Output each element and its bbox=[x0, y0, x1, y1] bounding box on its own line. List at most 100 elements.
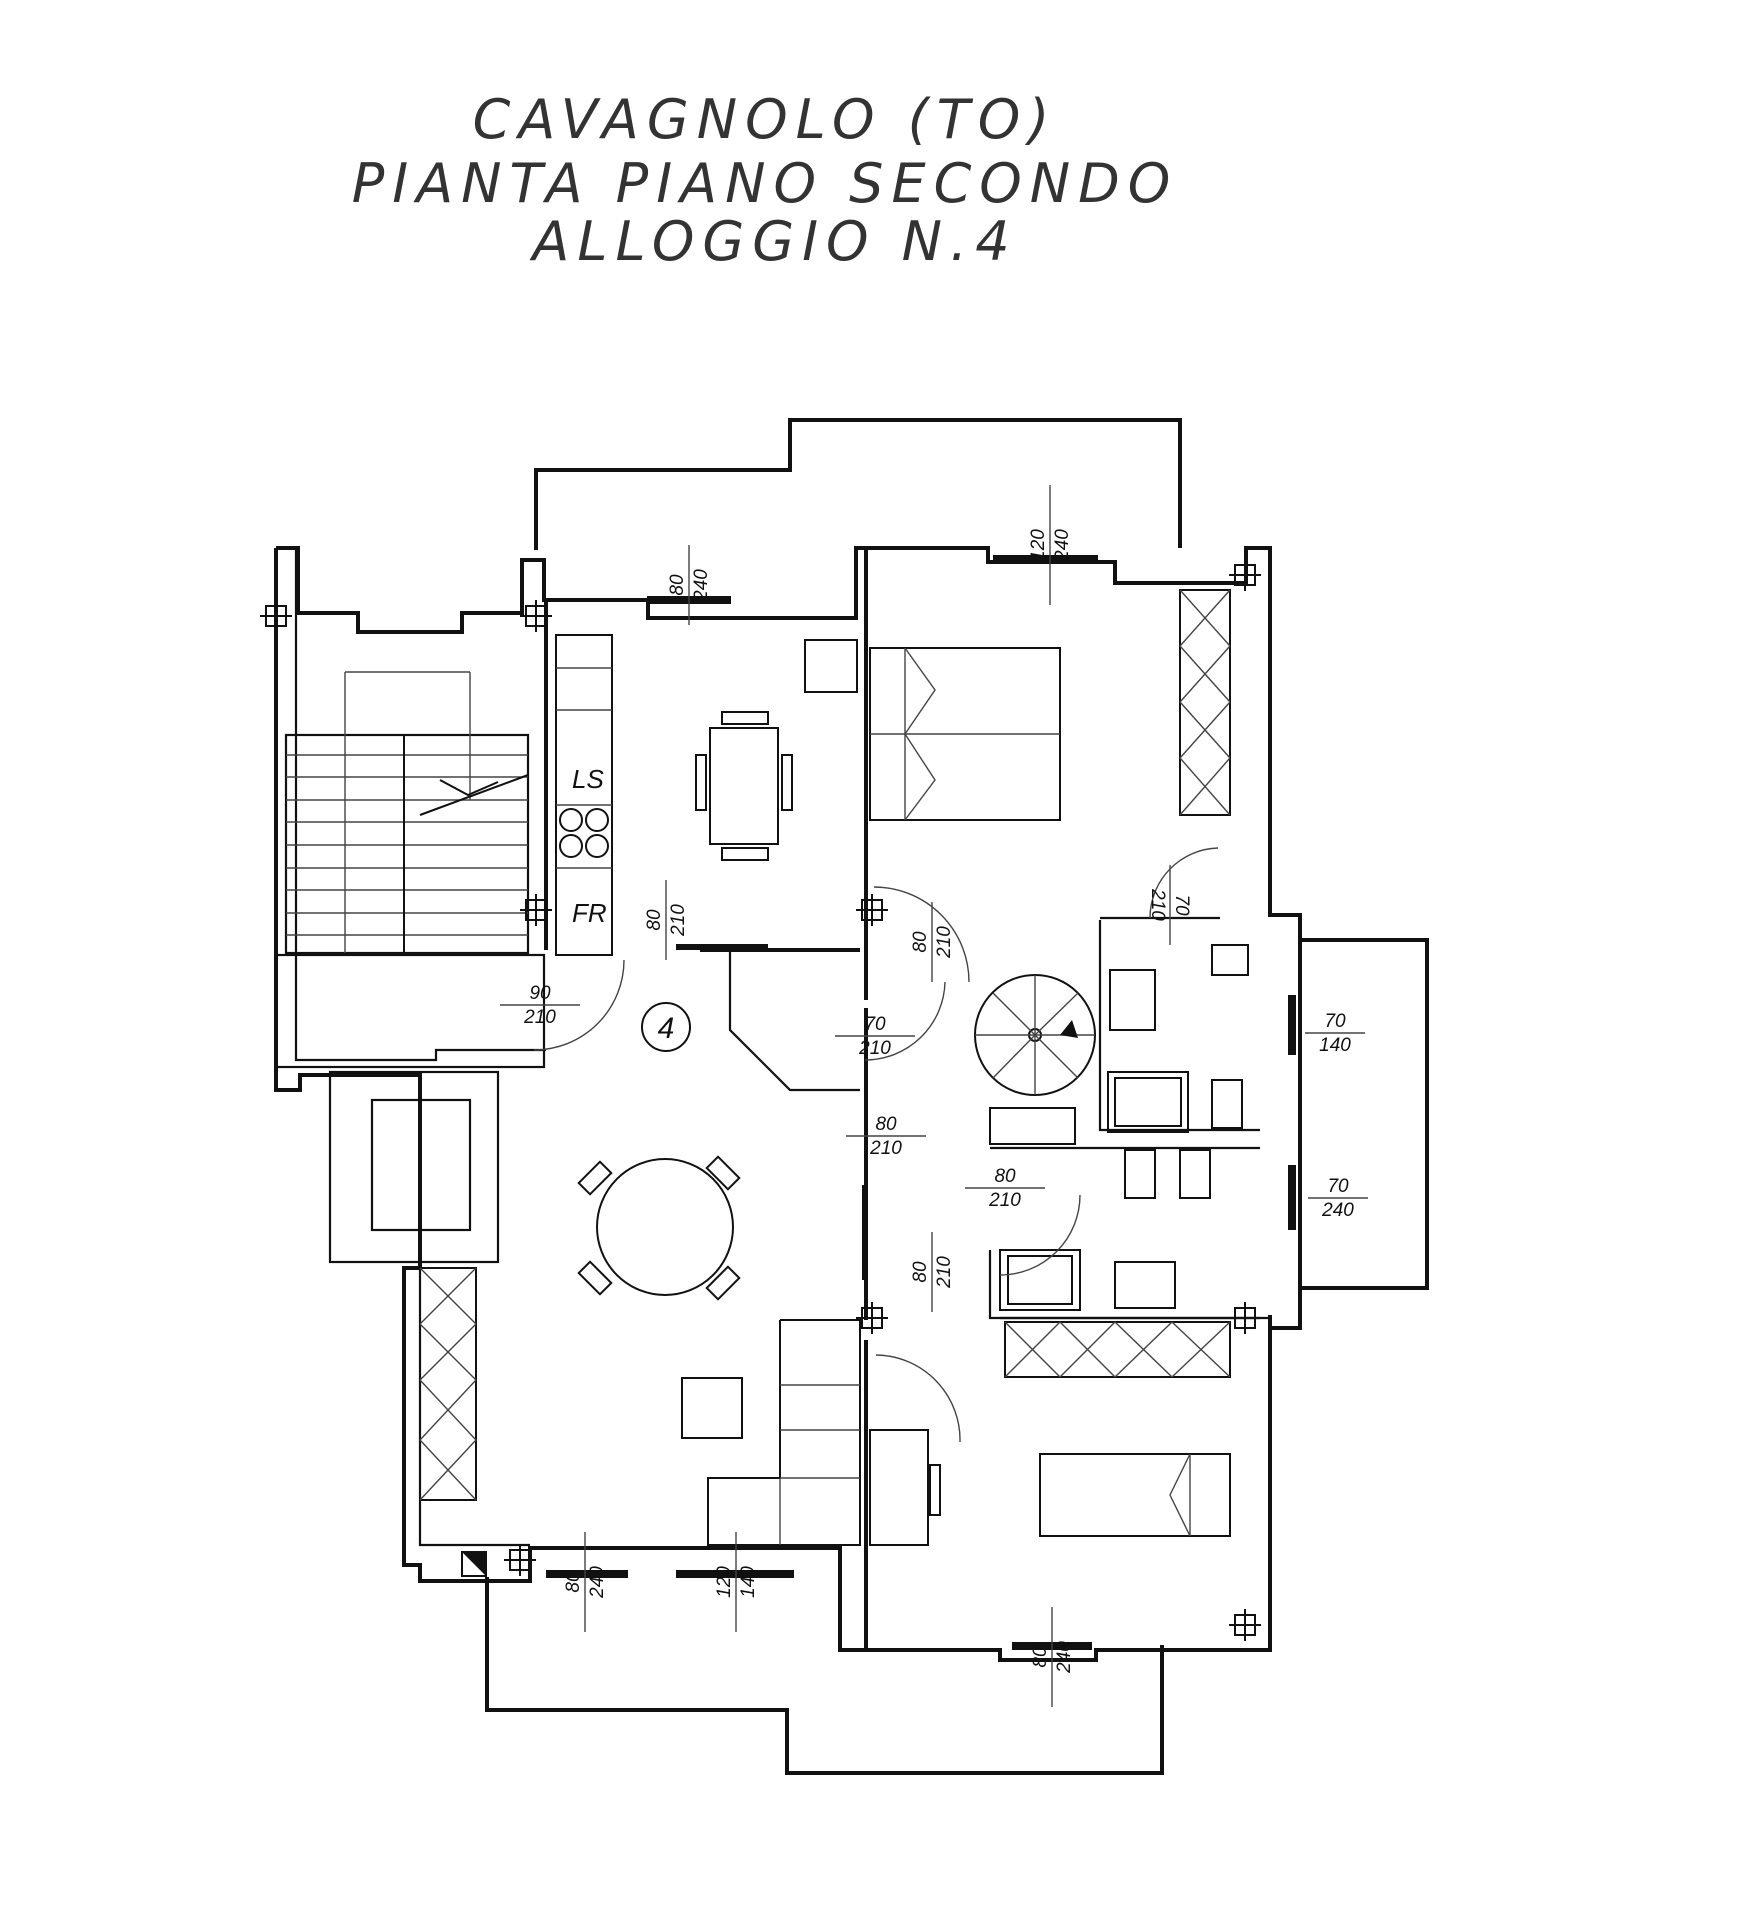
dim-kitchen-door: 80 210 bbox=[644, 880, 689, 960]
svg-text:80: 80 bbox=[910, 1261, 931, 1283]
closet-wall bbox=[728, 950, 860, 1092]
interior-walls bbox=[544, 548, 1270, 1650]
round-table bbox=[596, 1158, 734, 1296]
kitchen-cabinet bbox=[804, 639, 858, 693]
landing bbox=[274, 953, 546, 1069]
dim-bath2-window: 70 240 bbox=[1308, 1176, 1368, 1221]
wardrobe-x-marks bbox=[419, 1267, 477, 1501]
title-line-3: ALLOGGIO N.4 bbox=[529, 210, 1017, 273]
elevator-car bbox=[370, 1098, 472, 1232]
svg-text:70: 70 bbox=[1327, 1176, 1349, 1197]
toilet bbox=[1124, 1149, 1156, 1199]
svg-text:140: 140 bbox=[738, 1566, 759, 1598]
wardrobe-bedroom1 bbox=[1179, 589, 1231, 816]
bedroom2-door-swing bbox=[875, 1354, 961, 1443]
dim-bedroom2-door: 80 210 bbox=[910, 1232, 955, 1312]
exterior-walls bbox=[274, 546, 1302, 1662]
dining-table bbox=[709, 727, 779, 845]
living-room: 4 bbox=[419, 1002, 861, 1577]
window-bath2 bbox=[1288, 1165, 1296, 1230]
bathroom-1 bbox=[1107, 944, 1249, 1133]
elevator-shaft bbox=[328, 1070, 500, 1264]
dim-kitchen-window: 80 240 bbox=[667, 545, 712, 625]
svg-text:70: 70 bbox=[1324, 1011, 1346, 1032]
interior-outline-north bbox=[294, 548, 546, 1062]
exterior-wall-north-west bbox=[274, 548, 487, 1583]
svg-text:80: 80 bbox=[644, 909, 665, 931]
svg-text:80: 80 bbox=[1030, 1646, 1051, 1668]
svg-text:70: 70 bbox=[864, 1014, 886, 1035]
spiral-staircase bbox=[974, 974, 1096, 1096]
toilet bbox=[1211, 1079, 1243, 1129]
sofa bbox=[707, 1319, 861, 1546]
dim-bedroom1-window: 120 240 bbox=[1028, 485, 1073, 605]
dim-bath1-window: 70 140 bbox=[1305, 1011, 1365, 1056]
svg-text:210: 210 bbox=[934, 1256, 955, 1289]
bedroom1-door-swing bbox=[873, 886, 970, 983]
dimensions: 80 240 80 210 90 210 120 240 80 210 70 2… bbox=[500, 485, 1368, 1707]
window-bath1 bbox=[1288, 995, 1296, 1055]
terraces bbox=[485, 418, 1429, 1775]
svg-text:210: 210 bbox=[869, 1138, 902, 1159]
title-line-1: CAVAGNOLO (TO) bbox=[473, 88, 1058, 151]
washbasin bbox=[1114, 1261, 1176, 1309]
svg-text:80: 80 bbox=[563, 1571, 584, 1593]
stair-run bbox=[284, 733, 530, 955]
wardrobe-x-marks bbox=[1179, 589, 1231, 816]
windows bbox=[546, 555, 1296, 1650]
bidet bbox=[1211, 944, 1249, 976]
svg-text:240: 240 bbox=[691, 569, 712, 602]
svg-text:70: 70 bbox=[1171, 894, 1192, 916]
closet-door-swing bbox=[864, 981, 946, 1061]
east-terrace bbox=[1301, 938, 1429, 1290]
unit-number: 4 bbox=[658, 1012, 675, 1045]
svg-text:80: 80 bbox=[994, 1166, 1016, 1187]
door-kitchen bbox=[676, 944, 768, 950]
desk-chair bbox=[929, 1464, 941, 1516]
dim-living-window-right: 120 140 bbox=[714, 1532, 759, 1632]
svg-text:90: 90 bbox=[529, 983, 551, 1004]
shower-tray bbox=[1107, 1071, 1189, 1133]
exterior-wall-south bbox=[487, 1330, 1272, 1662]
svg-text:120: 120 bbox=[714, 1566, 735, 1598]
svg-text:240: 240 bbox=[587, 1566, 608, 1599]
chair bbox=[721, 847, 769, 861]
dim-closet-door: 70 210 bbox=[835, 1014, 915, 1059]
window-bedroom1 bbox=[993, 555, 1098, 563]
dim-entrance-door: 90 210 bbox=[500, 983, 580, 1028]
cabinet bbox=[989, 1107, 1076, 1145]
svg-text:240: 240 bbox=[1321, 1200, 1354, 1221]
kitchen-counter bbox=[555, 634, 613, 956]
svg-text:210: 210 bbox=[934, 926, 955, 959]
svg-text:210: 210 bbox=[523, 1007, 556, 1028]
stairwell bbox=[274, 671, 546, 1264]
door-swings bbox=[533, 847, 1219, 1443]
svg-text:140: 140 bbox=[1319, 1035, 1351, 1056]
shower-tray-inner bbox=[1007, 1255, 1073, 1305]
dim-hall-door: 80 210 bbox=[846, 1114, 926, 1159]
title-block: CAVAGNOLO (TO) PIANTA PIANO SECONDO ALLO… bbox=[352, 88, 1179, 273]
north-terrace bbox=[534, 418, 1182, 550]
svg-text:120: 120 bbox=[1028, 529, 1049, 561]
bidet bbox=[1179, 1149, 1211, 1199]
window-living-right bbox=[676, 1570, 794, 1578]
entrance-door-swing bbox=[533, 959, 625, 1051]
exterior-wall-north bbox=[276, 546, 1302, 1330]
round-table-chairs bbox=[577, 1155, 741, 1301]
chair bbox=[695, 754, 707, 811]
fridge-label: FR bbox=[572, 898, 607, 928]
title-line-2: PIANTA PIANO SECONDO bbox=[352, 152, 1179, 215]
door-living-east bbox=[862, 1185, 868, 1280]
wardrobe-bedroom2 bbox=[1004, 1321, 1231, 1378]
chair bbox=[781, 754, 793, 811]
wardrobe-living bbox=[419, 1267, 477, 1501]
coffee-table bbox=[681, 1377, 743, 1439]
svg-text:210: 210 bbox=[988, 1190, 1021, 1211]
bedroom-2 bbox=[869, 1321, 1231, 1546]
kitchen: LS FR bbox=[555, 634, 858, 956]
cooktop-icon bbox=[559, 808, 609, 858]
bedroom-1 bbox=[869, 589, 1231, 821]
svg-text:80: 80 bbox=[910, 931, 931, 953]
single-bed bbox=[1039, 1453, 1231, 1537]
svg-text:210: 210 bbox=[1147, 888, 1168, 921]
